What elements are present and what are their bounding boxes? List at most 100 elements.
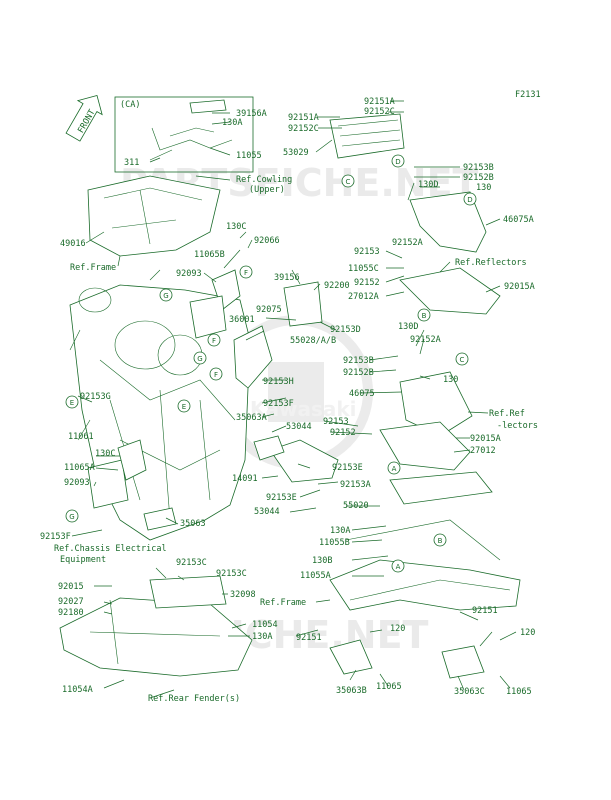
label-35063C: 35063C bbox=[454, 687, 485, 697]
callout-G-2-text: G bbox=[197, 355, 202, 363]
label-92093-a: 92093 bbox=[176, 269, 202, 279]
bracket-35063B bbox=[329, 639, 373, 675]
label-92151-b: 92151 bbox=[472, 606, 498, 616]
callout-E-2: E bbox=[177, 399, 191, 413]
label-92153-r: 92153 bbox=[354, 247, 380, 257]
callout-F-3-text: F bbox=[214, 371, 218, 379]
footrest-bracket-upper bbox=[399, 267, 501, 315]
label-130A-c: 130A bbox=[252, 632, 272, 642]
label-92151-a: 92151 bbox=[296, 633, 322, 643]
callout-G-1: G bbox=[159, 288, 173, 302]
upper-cowl-panel bbox=[87, 175, 221, 257]
label-27012A: 27012A bbox=[348, 292, 379, 302]
ca-box-label: (CA) bbox=[120, 100, 140, 110]
label-92152C-left: 92152C bbox=[288, 124, 319, 134]
label-ref-chassis-equipment: Equipment bbox=[60, 555, 106, 565]
footrest-bracket-lower bbox=[379, 421, 471, 471]
label-130-r: 130 bbox=[476, 183, 491, 193]
callout-F-1-text: F bbox=[244, 269, 248, 277]
label-53044-a: 53044 bbox=[286, 422, 312, 432]
label-ref-frame-bottom: Ref.Frame bbox=[260, 598, 306, 608]
callout-C-2-text: C bbox=[460, 356, 465, 364]
label-11055A: 11055A bbox=[300, 571, 331, 581]
label-130A-b: 130A bbox=[330, 526, 350, 536]
bracket-35063C bbox=[441, 645, 485, 679]
label-92153D: 92153D bbox=[330, 325, 361, 335]
label-92180: 92180 bbox=[58, 608, 84, 618]
label-11054: 11054 bbox=[252, 620, 278, 630]
label-92153A: 92153A bbox=[340, 480, 371, 490]
label-11054A: 11054A bbox=[62, 685, 93, 695]
callouts: G F G F E F E G D C D B C A A B bbox=[65, 154, 477, 573]
callout-E-1: E bbox=[65, 395, 79, 409]
callout-D-1-text: D bbox=[395, 158, 400, 166]
label-92015A-m: 92015A bbox=[470, 434, 501, 444]
diagram-code: F2131 bbox=[515, 90, 541, 100]
label-311: 311 bbox=[124, 158, 139, 168]
label-55028: 55028/A/B bbox=[290, 336, 336, 346]
label-39156: 39156 bbox=[274, 273, 300, 283]
footrest-holder-upper bbox=[409, 191, 487, 253]
callout-F-2-text: F bbox=[212, 337, 216, 345]
callout-D-1: D bbox=[391, 154, 405, 168]
label-92153F-b: 92153F bbox=[40, 532, 71, 542]
label-92152A-m: 92152A bbox=[410, 335, 441, 345]
label-130D-m: 130D bbox=[398, 322, 418, 332]
label-35063: 35063 bbox=[180, 519, 206, 529]
callout-C-1-text: C bbox=[346, 178, 351, 186]
plate-39156 bbox=[283, 281, 323, 327]
label-92152-r: 92152 bbox=[354, 278, 380, 288]
battery-tray-32098 bbox=[149, 575, 227, 609]
label-27012: 27012 bbox=[470, 446, 496, 456]
callout-G-3-text: G bbox=[69, 513, 74, 521]
label-92152-m: 92152 bbox=[330, 428, 356, 438]
label-ref-cowling: Ref.Cowling bbox=[236, 175, 292, 185]
label-92153F: 92153F bbox=[263, 399, 294, 409]
footrest-holder-lower bbox=[399, 371, 473, 437]
label-92093-b: 92093 bbox=[64, 478, 90, 488]
undertray-11054A bbox=[59, 597, 253, 677]
label-92153G: 92153G bbox=[80, 392, 111, 402]
label-130B: 130B bbox=[312, 556, 332, 566]
label-130D-r: 130D bbox=[418, 180, 438, 190]
label-14091: 14091 bbox=[232, 474, 258, 484]
label-35063A: 35063A bbox=[236, 413, 267, 423]
callout-A-2: A bbox=[391, 559, 405, 573]
callout-D-2: D bbox=[463, 192, 477, 206]
bracket-35063 bbox=[143, 507, 177, 531]
label-11055B: 11055B bbox=[319, 538, 350, 548]
label-120-b: 120 bbox=[520, 628, 535, 638]
label-92200: 92200 bbox=[324, 281, 350, 291]
label-55020: 55020 bbox=[343, 501, 369, 511]
callout-D-2-text: D bbox=[467, 196, 472, 204]
label-130-m: 130 bbox=[443, 375, 458, 385]
label-92152B-r: 92152B bbox=[463, 173, 494, 183]
label-ref-frame-top: Ref.Frame bbox=[70, 263, 116, 273]
label-ref-chassis: Ref.Chassis Electrical bbox=[54, 544, 167, 554]
callout-A-2-text: A bbox=[396, 563, 401, 571]
label-11065-b: 11065 bbox=[506, 687, 532, 697]
callout-A-1: A bbox=[387, 461, 401, 475]
cover-14091 bbox=[269, 439, 339, 483]
label-92153C-b: 92153C bbox=[216, 569, 247, 579]
label-92152B-m: 92152B bbox=[343, 368, 374, 378]
ca-box bbox=[114, 96, 254, 173]
callout-B-2-text: B bbox=[438, 537, 443, 545]
callout-F-2: F bbox=[207, 333, 221, 347]
vent-duct-lower bbox=[117, 439, 147, 481]
label-92151A-left: 92151A bbox=[288, 113, 319, 123]
air-filter-lower bbox=[87, 459, 129, 509]
label-46075: 46075 bbox=[349, 389, 375, 399]
footrest-rubber-lower bbox=[389, 471, 493, 505]
label-49016: 49016 bbox=[60, 239, 86, 249]
callout-F-3: F bbox=[209, 367, 223, 381]
callout-G-3: G bbox=[65, 509, 79, 523]
label-ref-ref: Ref.Ref bbox=[489, 409, 525, 419]
callout-B-1: B bbox=[417, 308, 431, 322]
label-11065A: 11065A bbox=[64, 463, 95, 473]
air-filter-upper bbox=[189, 295, 227, 339]
label-11061: 11061 bbox=[68, 432, 94, 442]
label-130A-ca: 130A bbox=[222, 118, 242, 128]
label-92152A-r: 92152A bbox=[392, 238, 423, 248]
label-92153E-a: 92153E bbox=[332, 463, 363, 473]
